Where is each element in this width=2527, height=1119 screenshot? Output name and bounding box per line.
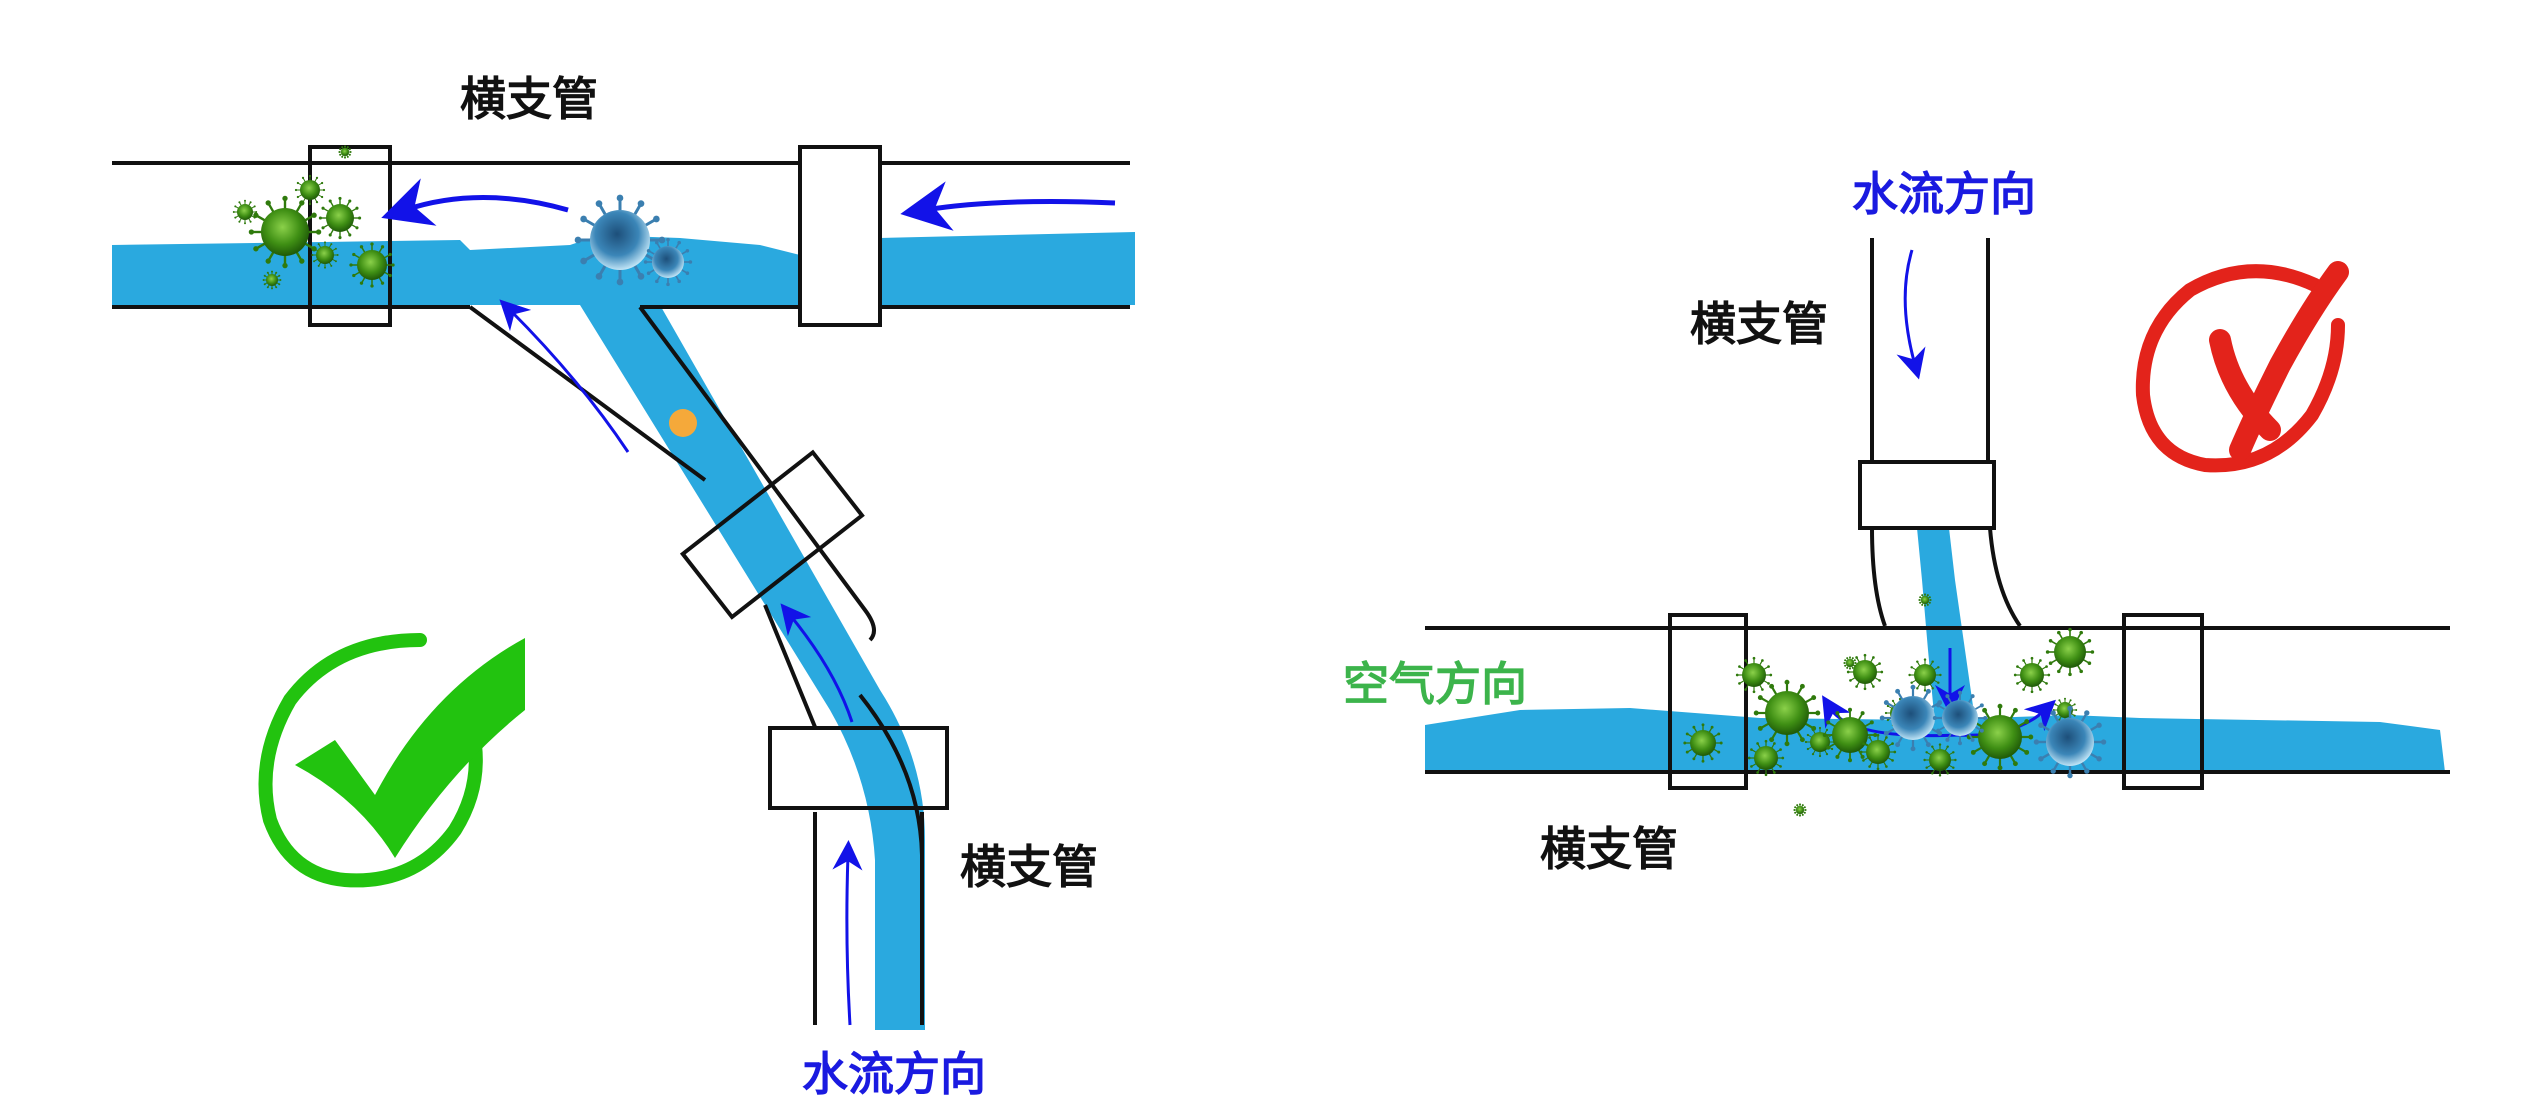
green-virus-icon: [294, 174, 326, 206]
green-virus-icon: [262, 270, 282, 290]
virus-cluster: [1683, 593, 2107, 817]
check-circle-icon: [258, 633, 525, 888]
pipe-wall: [763, 604, 817, 728]
green-virus-icon: [318, 196, 362, 240]
green-virus-icon: [349, 242, 395, 288]
virus-cluster: [232, 145, 693, 290]
pipe-wall: [638, 305, 876, 642]
air-direction-label: 空气方向: [1343, 657, 1527, 711]
green-virus-icon: [1822, 707, 1878, 763]
green-virus-icon: [338, 145, 352, 159]
pipe-label-top: 横支管: [460, 72, 598, 126]
pipe-coupling: [1668, 613, 1748, 790]
pipe-label-vertical: 横支管: [1690, 297, 1828, 351]
right-panel: 水流方向 横支管 空气方向 横支管: [1343, 167, 2450, 876]
green-virus-icon: [1859, 733, 1897, 771]
green-virus-icon: [1735, 656, 1773, 694]
blue-virus-icon: [1879, 684, 1947, 752]
water-fill: [1425, 708, 2445, 772]
green-virus-icon: [232, 199, 258, 225]
pipe-coupling: [679, 449, 865, 620]
green-virus-icon: [1793, 803, 1807, 817]
blue-virus-icon: [643, 237, 693, 287]
water-fill: [580, 305, 925, 1030]
flow-arrow: [499, 299, 630, 453]
green-virus-icon: [1747, 739, 1785, 777]
green-virus-icon: [248, 195, 322, 269]
green-virus-icon: [1908, 658, 1942, 692]
pipe-label-bottom: 横支管: [960, 840, 1098, 894]
pipe-coupling: [308, 145, 392, 327]
cross-circle-icon: [2135, 261, 2349, 473]
pipe-wall: [1870, 527, 1887, 627]
green-virus-icon: [1918, 593, 1932, 607]
flow-arrow: [1822, 695, 1959, 738]
pipe-coupling: [2122, 613, 2204, 790]
flow-arrow: [900, 181, 1116, 231]
green-virus-icon: [311, 241, 339, 269]
green-virus-icon: [2045, 627, 2095, 677]
flow-arrow: [381, 178, 569, 226]
pipe-label-horizontal: 横支管: [1540, 822, 1678, 876]
flow-arrow: [1896, 249, 1926, 380]
green-virus-icon: [1843, 656, 1857, 670]
green-virus-icon: [2013, 656, 2051, 694]
flow-arrow: [780, 603, 854, 723]
green-virus-icon: [1846, 653, 1884, 691]
green-virus-icon: [1683, 723, 1723, 763]
left-panel: 横支管 横支管 水流方向: [112, 72, 1135, 1101]
blue-virus-icon: [2033, 705, 2107, 779]
blue-virus-icon: [574, 194, 666, 286]
pipe-coupling: [1858, 460, 1996, 530]
pipe-coupling: [798, 145, 882, 327]
green-virus-icon: [1923, 743, 1957, 777]
pipe-wall: [468, 305, 707, 482]
flow-arrow: [832, 840, 863, 1026]
particle-dot: [669, 409, 697, 437]
pipe-wall: [1988, 527, 2022, 628]
pipe-coupling: [768, 726, 949, 810]
flow-direction-label: 水流方向: [802, 1047, 986, 1101]
green-virus-icon: [1753, 679, 1821, 747]
flow-direction-label: 水流方向: [1852, 167, 2036, 221]
blue-virus-icon: [1932, 690, 1988, 746]
